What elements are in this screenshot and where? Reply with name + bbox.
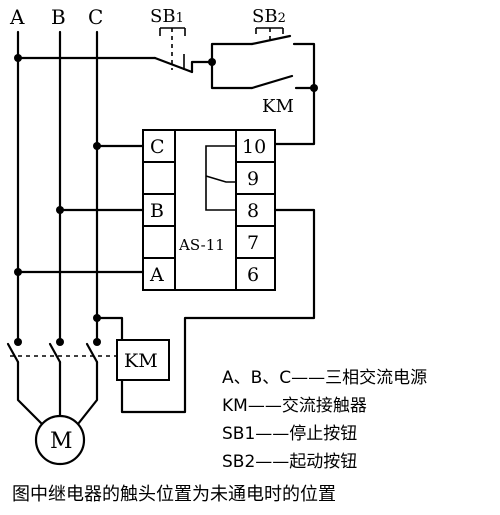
wire-km-in: [210, 60, 254, 90]
relay-pin-9-label: 9: [247, 168, 259, 190]
wire-to-pin10: [274, 86, 316, 146]
sb1-label: SB1: [150, 6, 184, 27]
junction-b-relay: [56, 206, 64, 214]
sb1-label-subscript: 1: [176, 11, 184, 26]
km-coil: [116, 339, 170, 381]
km-coil-label: KM: [124, 350, 158, 372]
relay-pin-blank-2: [142, 225, 176, 259]
sb1-contact: [153, 56, 194, 74]
relay-internal-no: [205, 176, 236, 211]
main-contact-a-top: [14, 338, 22, 346]
relay-pin-b-label: B: [150, 200, 164, 222]
relay-pin-a: [142, 257, 176, 291]
relay-pin-blank-1: [142, 161, 176, 195]
relay-pin-7: [235, 225, 276, 259]
relay-pin-9: [235, 161, 276, 195]
main-contact-c-top: [93, 338, 101, 346]
relay-pin-10-label: 10: [242, 136, 266, 158]
sb2-label-prefix: SB: [252, 6, 278, 27]
motor-label: M: [50, 429, 73, 454]
motor-lead-a: [16, 360, 44, 426]
main-contact-c: [85, 342, 99, 364]
junction-c-coil: [93, 314, 101, 322]
main-contact-b: [48, 342, 62, 364]
junction-a-relay: [14, 268, 22, 276]
relay-pin-c: [142, 129, 176, 163]
relay-internal-nc: [205, 175, 236, 183]
phase-a-label: A: [9, 5, 25, 29]
km-hold-contact: [250, 74, 294, 90]
relay-pin-6: [235, 257, 276, 291]
sb2-label: SB2: [252, 6, 286, 27]
phase-b-label: B: [51, 5, 66, 29]
wire-sb2-out: [292, 42, 316, 90]
legend-line-1: A、B、C——三相交流电源: [222, 368, 427, 388]
km-contact-label: KM: [262, 96, 294, 117]
relay-pin-6-label: 6: [247, 264, 259, 286]
legend-line-2: KM——交流接触器: [222, 396, 367, 416]
junction-c-relay: [93, 142, 101, 150]
relay-pin-8-label: 8: [247, 200, 259, 222]
legend-line-3: SB1——停止按钮: [222, 424, 357, 444]
relay-pin-7-label: 7: [247, 232, 259, 254]
legend-line-4: SB2——起动按钮: [222, 452, 357, 472]
wire-c-to-coil: [95, 316, 124, 342]
junction-a-top: [14, 54, 22, 62]
sb2-contact: [250, 34, 292, 46]
relay-pin-a-label: A: [149, 264, 164, 286]
main-contact-a: [6, 342, 20, 364]
relay-pin-c-label: C: [150, 136, 165, 158]
phase-c-label: C: [88, 5, 103, 29]
sb2-label-subscript: 2: [278, 11, 286, 26]
motor-icon: [34, 414, 86, 466]
main-contact-b-top: [56, 338, 64, 346]
wire-pin8-coil: [120, 208, 316, 414]
relay-model-label: AS-11: [178, 236, 225, 254]
relay-internal-common: [205, 145, 236, 176]
wire-sb1-sb2: [190, 60, 214, 74]
wire-sb2-in: [210, 42, 254, 64]
sb1-label-prefix: SB: [150, 6, 176, 27]
caption: 图中继电器的触头位置为未通电时的位置: [12, 484, 336, 505]
motor-lead-c: [76, 360, 99, 426]
